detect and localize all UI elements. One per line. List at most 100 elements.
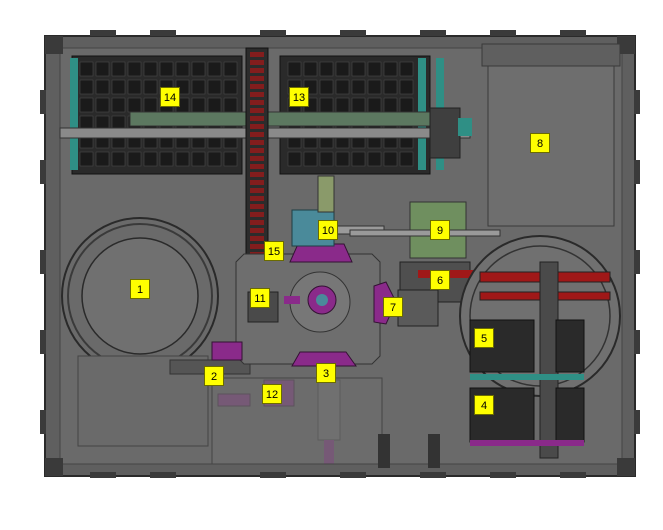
tray-cell — [79, 79, 94, 95]
tray-cell — [335, 61, 350, 77]
gantry-carriage — [129, 111, 431, 127]
tray-cell — [111, 61, 126, 77]
chain-link — [250, 164, 264, 169]
tray-cell — [367, 79, 382, 95]
tray-cell — [79, 97, 94, 113]
loader-column — [539, 261, 559, 459]
tray-cell — [399, 151, 414, 167]
tray-cell — [383, 79, 398, 95]
tray-cell — [223, 97, 238, 113]
tray-cell — [319, 97, 334, 113]
frame-foot — [90, 30, 116, 36]
tray-cell — [303, 151, 318, 167]
tray-cell — [111, 151, 126, 167]
chain-link — [250, 196, 264, 201]
chain-link — [250, 204, 264, 209]
label-14: 14 — [160, 87, 180, 107]
tray-cell — [319, 79, 334, 95]
tray-cell — [207, 79, 222, 95]
tray-cell — [319, 61, 334, 77]
chain-links — [250, 52, 264, 257]
tray-cell — [287, 151, 302, 167]
corner-post — [617, 458, 635, 476]
tray-cell — [335, 79, 350, 95]
chain-link — [250, 116, 264, 121]
tray-stack-4b — [555, 387, 585, 443]
tray-cell — [383, 151, 398, 167]
frame-foot — [40, 90, 46, 114]
label-3: 3 — [316, 363, 336, 383]
label-8: 8 — [530, 133, 550, 153]
chain-link — [250, 212, 264, 217]
frame-foot — [634, 250, 640, 274]
tray-cell — [95, 61, 110, 77]
chain-link — [250, 100, 264, 105]
rotary-center-hub — [316, 294, 328, 306]
tray-stack-rail — [470, 374, 584, 380]
chain-link — [250, 148, 264, 153]
tray-cell — [399, 61, 414, 77]
tray-cell — [175, 61, 190, 77]
label-7: 7 — [383, 297, 403, 317]
frame-foot — [40, 330, 46, 354]
lower-plate — [211, 377, 383, 465]
frame-foot — [150, 30, 176, 36]
frame-foot — [634, 90, 640, 114]
tray-cell — [175, 151, 190, 167]
label-2: 2 — [204, 366, 224, 386]
chain-link — [250, 156, 264, 161]
tray-cell — [367, 97, 382, 113]
frame-foot — [490, 30, 516, 36]
tray-cell — [111, 79, 126, 95]
nest-magenta-center — [284, 296, 300, 304]
corner-post — [45, 36, 63, 54]
label-10: 10 — [318, 220, 338, 240]
chain-link — [250, 60, 264, 65]
frame-foot — [420, 30, 446, 36]
tray-cell — [223, 61, 238, 77]
tray-cell — [159, 151, 174, 167]
panel-area-8 — [487, 65, 615, 227]
frame-foot — [634, 410, 640, 434]
label-9: 9 — [430, 220, 450, 240]
label-13: 13 — [289, 87, 309, 107]
panel-area-8-inner — [481, 43, 621, 67]
tray-cell — [127, 151, 142, 167]
chain-link — [250, 140, 264, 145]
tray-cell — [367, 61, 382, 77]
label-11: 11 — [250, 288, 270, 308]
tray-cell — [351, 79, 366, 95]
chain-link — [250, 244, 264, 249]
tray-cell — [95, 79, 110, 95]
station-10-cylinder — [317, 175, 335, 213]
tray-cell — [143, 61, 158, 77]
chain-link — [250, 108, 264, 113]
tray-cell — [367, 151, 382, 167]
chain-link — [250, 220, 264, 225]
tray-cell — [399, 79, 414, 95]
frame-feet — [40, 30, 640, 478]
station-9-rod — [349, 229, 501, 237]
tray-cell — [399, 97, 414, 113]
frame-foot — [634, 330, 640, 354]
corner-post — [45, 458, 63, 476]
gantry-head — [429, 107, 461, 159]
nest-magenta-bottom — [291, 351, 357, 367]
tray-cell — [191, 79, 206, 95]
chain-link — [250, 188, 264, 193]
tray-cell — [287, 61, 302, 77]
frame-foot — [490, 472, 516, 478]
tray-cell — [303, 61, 318, 77]
rail-teal — [70, 58, 78, 170]
label-1: 1 — [130, 279, 150, 299]
tray-cell — [159, 61, 174, 77]
frame-foot — [40, 160, 46, 184]
chain-link — [250, 84, 264, 89]
label-15: 15 — [264, 241, 284, 261]
tray-cell — [223, 151, 238, 167]
frame-foot — [340, 30, 366, 36]
frame-foot — [340, 472, 366, 478]
station-7-body — [397, 289, 439, 327]
tray-cell — [191, 61, 206, 77]
